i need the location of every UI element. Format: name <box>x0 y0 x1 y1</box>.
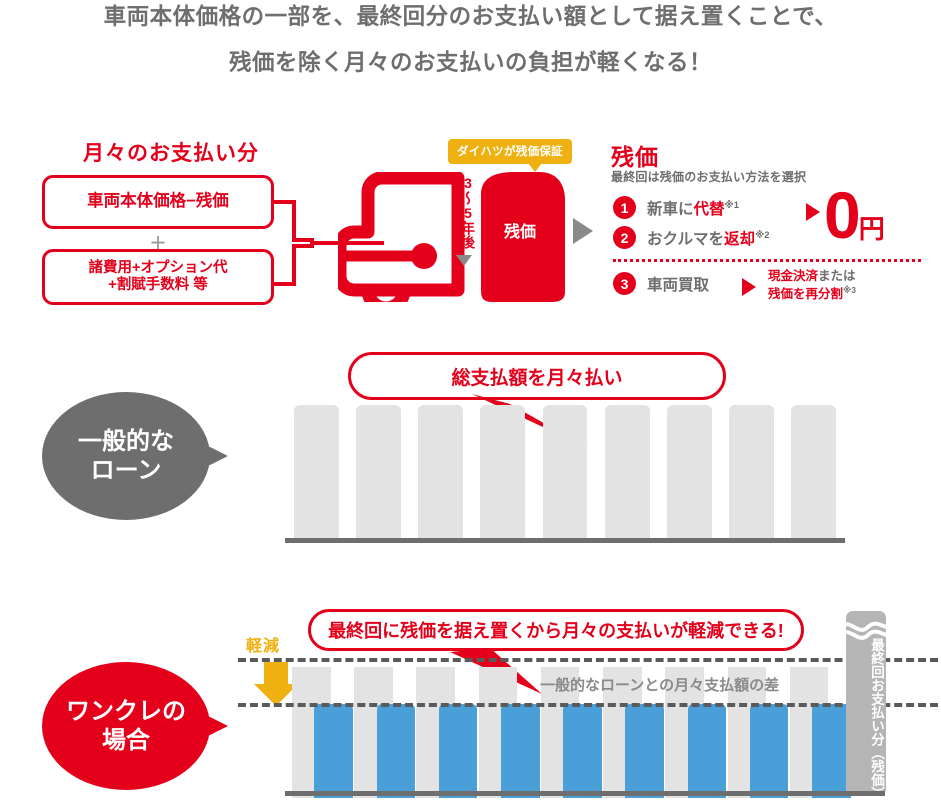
onecre-bubble-tail-icon <box>198 711 228 741</box>
general-loan-callout-label: 総支払額を月々払い <box>451 367 623 389</box>
final-payment-column-label: 最終回お支払い分（残価） <box>869 638 884 800</box>
residual-option-2-number: 2 <box>613 226 636 249</box>
onecre-payment-bar <box>563 703 602 798</box>
residual-option-1: 1 新車に代替※1 <box>613 196 739 219</box>
residual-option-3: 3 車両買取 <box>613 272 709 295</box>
option-3-detail-line-2: 残価を再分割 <box>768 287 844 302</box>
general-loan-bubble-text: 一般的な ローン <box>78 427 174 486</box>
general-loan-bar <box>355 405 401 538</box>
residual-option-2-note: ※2 <box>755 229 770 241</box>
onecre-callout-label: 最終回に残価を据え置くから月々の支払いが軽減できる! <box>328 621 784 641</box>
general-loan-bubble-line-1: 一般的な <box>78 427 174 455</box>
residual-value-shape <box>481 172 565 302</box>
monthly-difference-note: 一般的なローンとの月々支払額の差 <box>540 677 780 694</box>
option-3-detail-line-1-gray: または <box>818 269 856 283</box>
residual-guarantee-badge: ダイハツが残価保証 <box>448 139 572 164</box>
onecre-payment-bar <box>314 703 353 798</box>
residual-option-2: 2 おクルマを返却※2 <box>613 226 770 249</box>
onecre-baseline <box>285 791 885 796</box>
general-loan-baseline <box>285 538 845 543</box>
onecre-payment-bar <box>501 703 540 798</box>
residual-option-1-note: ※1 <box>724 199 740 211</box>
onecre-bar-chart <box>290 660 851 798</box>
residual-options-divider <box>613 259 921 262</box>
general-loan-bubble: 一般的な ローン <box>42 392 210 520</box>
general-loan-level-dashline <box>238 658 938 662</box>
general-loan-bar <box>480 405 526 538</box>
badge-tail-icon <box>528 163 542 172</box>
general-loan-bar <box>791 405 837 538</box>
residual-panel-title: 残価 <box>611 144 659 170</box>
option-result-arrow-icon <box>806 203 820 221</box>
payment-box-fees-text: 諸費用+オプション代 +割賦手数料 等 <box>89 260 228 294</box>
payment-box-vehicle-price-label: 車両本体価格−残価 <box>87 192 229 211</box>
general-loan-bar-chart <box>280 405 941 550</box>
onecre-payment-bar <box>376 703 416 798</box>
headline-line-1: 車両本体価格の一部を、最終回分のお支払い額として据え置くことで、 <box>103 4 838 29</box>
residual-option-1-text: 新車に <box>647 200 694 218</box>
onecre-payment-bar <box>687 703 727 798</box>
payment-box-fees: 諸費用+オプション代 +割賦手数料 等 <box>42 249 274 305</box>
onecre-bubble-line-1: ワンクレの <box>66 697 186 725</box>
option-3-arrow-icon <box>742 278 756 296</box>
general-loan-bar <box>293 405 339 538</box>
payment-box-fees-line-1: 諸費用+オプション代 <box>88 259 228 276</box>
flow-right-arrow-icon <box>573 218 593 244</box>
residual-option-3-detail: 現金決済または 残価を再分割※3 <box>768 268 856 303</box>
general-loan-bar <box>729 405 775 538</box>
onecre-payment-bar <box>812 703 851 798</box>
reduction-down-arrow-icon <box>254 662 298 706</box>
plus-sign: ＋ <box>149 234 167 253</box>
onecre-payment-bar <box>749 703 789 798</box>
residual-option-1-highlight: 代替 <box>693 200 725 218</box>
option-3-detail-line-1-red: 現金決済 <box>768 269 819 283</box>
monthly-payment-title: 月々のお支払い分 <box>83 142 259 165</box>
onecre-callout: 最終回に残価を据え置くから月々の支払いが軽減できる! <box>308 609 804 651</box>
years-label: 3〜5年後 <box>460 175 476 249</box>
option-3-detail-note: ※3 <box>843 284 857 295</box>
residual-result-yen-unit: 円 <box>858 214 885 244</box>
general-loan-bar <box>542 405 588 538</box>
general-loan-bar <box>667 405 712 538</box>
bracket-connector-icon <box>274 200 384 286</box>
residual-option-1-label: 新車に代替※1 <box>647 197 739 219</box>
general-loan-callout: 総支払額を月々払い <box>348 352 726 400</box>
payment-box-fees-line-2: +割賦手数料 等 <box>108 277 208 293</box>
residual-option-2-label: おクルマを返却※2 <box>647 227 770 249</box>
final-payment-column <box>846 611 886 791</box>
column-break-wave-icon <box>838 621 896 640</box>
residual-result-zero: 0 <box>824 178 861 252</box>
onecre-payment-bar <box>438 703 478 798</box>
onecre-bubble-line-2: 場合 <box>102 727 150 754</box>
general-loan-bubble-tail-icon <box>198 441 228 471</box>
headline-line-2: 残価を除く月々のお支払いの負担が軽くなる！ <box>228 50 712 75</box>
residual-option-2-text: おクルマを <box>647 230 725 248</box>
payment-box-vehicle-price: 車両本体価格−残価 <box>42 175 274 229</box>
residual-panel-subtitle: 最終回は残価のお支払い方法を選択 <box>611 170 807 184</box>
residual-option-2-highlight: 返却 <box>724 230 756 248</box>
onecre-payment-bar <box>625 703 665 798</box>
residual-option-3-label: 車両買取 <box>647 276 710 294</box>
general-loan-bubble-line-2: ローン <box>90 457 162 484</box>
onecre-bubble: ワンクレの 場合 <box>42 662 210 790</box>
general-loan-bar <box>604 405 650 538</box>
onecre-bubble-text: ワンクレの 場合 <box>66 697 186 756</box>
reduction-label: 軽減 <box>246 638 281 655</box>
residual-option-3-number: 3 <box>613 272 636 295</box>
truck-icon <box>338 172 465 302</box>
residual-result-zero-yen: 0円 <box>824 182 885 248</box>
residual-value-label: 残価 <box>503 224 536 241</box>
years-down-arrow-icon <box>456 255 472 266</box>
general-loan-bar <box>418 405 463 538</box>
residual-option-1-number: 1 <box>613 196 636 219</box>
onecre-level-dashline <box>238 703 938 707</box>
